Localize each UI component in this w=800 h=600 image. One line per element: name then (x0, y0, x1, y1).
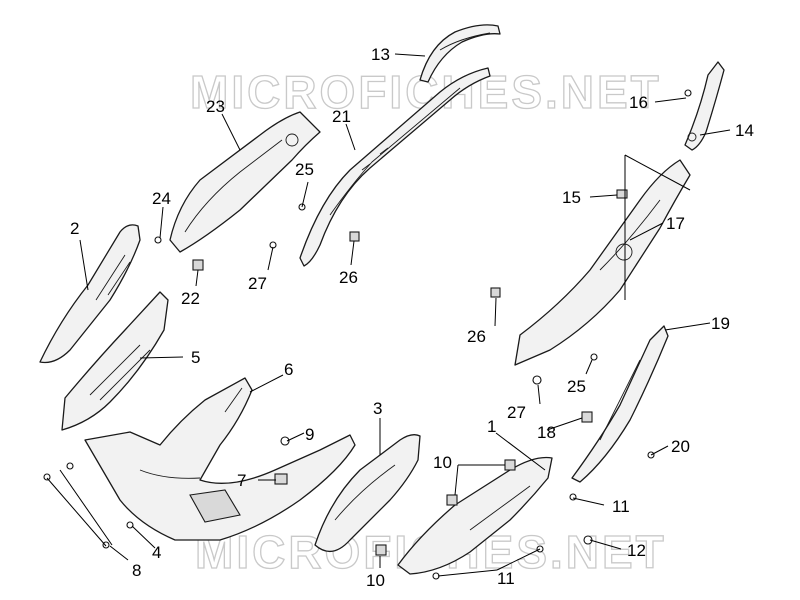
clip-10b[interactable] (375, 544, 387, 556)
callout-7: 7 (237, 471, 246, 490)
callout-6: 6 (284, 360, 293, 379)
callout-8: 8 (132, 561, 141, 580)
callout-14: 14 (735, 121, 754, 140)
screw-12[interactable] (583, 535, 593, 545)
screw-27b[interactable] (532, 375, 542, 385)
callout-labels: 13 23 21 25 24 2 22 27 26 5 6 3 9 7 8 4 … (70, 45, 754, 590)
clip-26b[interactable] (490, 287, 501, 298)
callout-9: 9 (305, 425, 314, 444)
screw-9[interactable] (280, 436, 290, 446)
callout-15: 15 (562, 188, 581, 207)
clip-26[interactable] (349, 231, 360, 242)
callout-21: 21 (332, 107, 351, 126)
callout-27-right: 27 (507, 403, 526, 422)
screw-16[interactable] (684, 89, 692, 97)
callout-20: 20 (671, 437, 690, 456)
fasteners (43, 89, 692, 580)
clip-10c[interactable] (446, 494, 458, 506)
clip-10a[interactable] (504, 459, 516, 471)
leader-lines (46, 53, 731, 577)
part-2-front-cover[interactable] (39, 224, 141, 364)
callout-25-right: 25 (567, 377, 586, 396)
part-19-rear-strip[interactable] (571, 325, 669, 483)
callout-19: 19 (711, 314, 730, 333)
part-3-side-panel[interactable] (314, 434, 421, 552)
part-21-side-rail[interactable] (299, 67, 491, 267)
screw-8b[interactable] (102, 541, 110, 549)
callout-17: 17 (666, 214, 685, 233)
callout-26-right: 26 (467, 327, 486, 346)
part-1-side-cover[interactable] (397, 456, 553, 575)
callout-25-left: 25 (295, 160, 314, 179)
callout-23: 23 (206, 97, 225, 116)
part-23-inner-rear-panel[interactable] (169, 111, 321, 253)
clip-15[interactable] (616, 189, 628, 199)
callout-16: 16 (629, 93, 648, 112)
part-6-floor-panel[interactable] (84, 377, 356, 541)
clip-22[interactable] (192, 259, 204, 271)
callout-24: 24 (152, 189, 171, 208)
screw-24[interactable] (154, 236, 162, 244)
screw-25b[interactable] (590, 353, 598, 361)
clip-7[interactable] (274, 473, 288, 485)
callout-2: 2 (70, 219, 79, 238)
part-13-handle[interactable] (419, 24, 501, 83)
callout-4: 4 (152, 543, 161, 562)
clip-18[interactable] (581, 411, 593, 423)
screw-8a[interactable] (43, 473, 51, 481)
part-17-rear-body[interactable] (514, 159, 691, 366)
callout-3: 3 (373, 399, 382, 418)
callout-18: 18 (537, 423, 556, 442)
callout-13: 13 (371, 45, 390, 64)
callout-27-left: 27 (248, 274, 267, 293)
callout-11-right: 11 (612, 497, 630, 516)
washer-4b[interactable] (126, 521, 134, 529)
callout-22: 22 (181, 289, 200, 308)
callout-12: 12 (627, 541, 646, 560)
washer-4a[interactable] (66, 462, 74, 470)
screw-11a[interactable] (569, 493, 577, 501)
callout-10-top: 10 (433, 453, 452, 472)
callout-1: 1 (487, 417, 496, 436)
callout-10-bottom: 10 (366, 571, 385, 590)
callout-11-bottom: 11 (497, 569, 515, 588)
callout-5: 5 (191, 348, 200, 367)
callout-26-left: 26 (339, 268, 358, 287)
part-14-rear-handle[interactable] (684, 61, 725, 151)
